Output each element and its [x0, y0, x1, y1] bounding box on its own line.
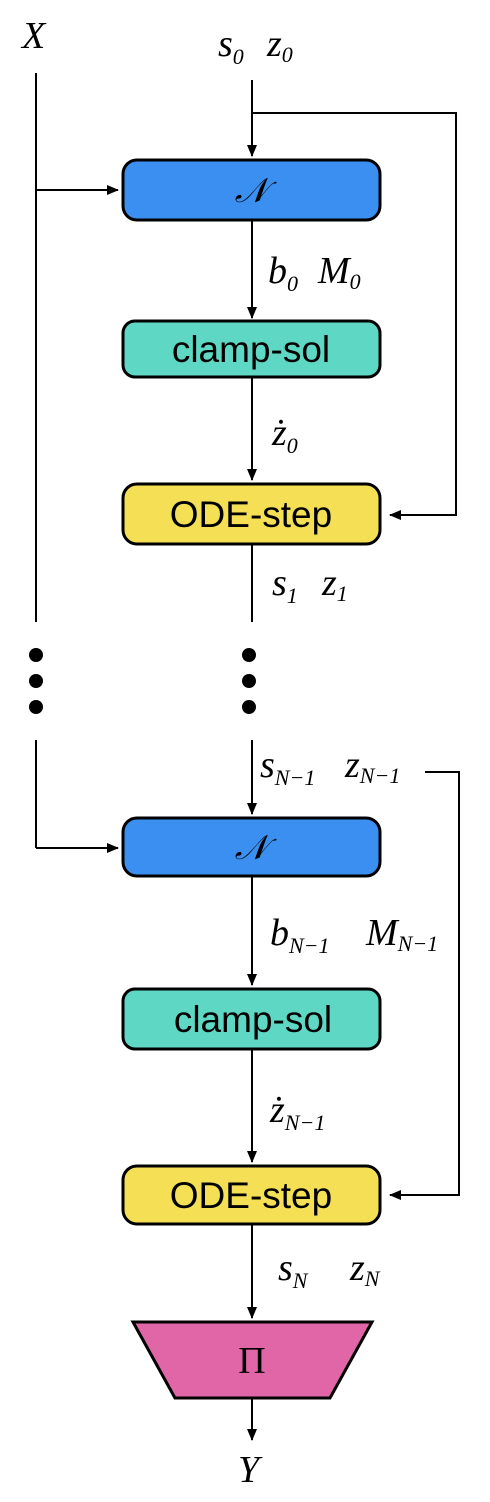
s0-subscript: 0 [233, 44, 244, 69]
svg-text:z1: z1 [321, 562, 348, 606]
ellipsis-center [242, 648, 256, 714]
zn1-bypass-arrow [389, 771, 460, 1200]
ode-step-label-1: ODE-step [170, 494, 332, 535]
network-block-1: 𝒩 [121, 158, 382, 222]
svg-text:zN: zN [349, 1247, 381, 1291]
clamp-sol-block-1: clamp-sol [121, 319, 382, 379]
b0-m0-labels: b0 M0 [268, 250, 361, 296]
ellipsis-left [29, 648, 43, 714]
z0-subscript: 0 [282, 42, 293, 67]
svg-text:b0: b0 [268, 250, 298, 296]
projection-block: Π [130, 1320, 375, 1400]
output-y-label: Y [238, 1449, 263, 1491]
stage-last-input-labels: sN−1 zN−1 [260, 744, 400, 790]
z0-symbol: z [266, 23, 282, 65]
svg-text:MN−1: MN−1 [365, 912, 438, 956]
bn1-mn1-labels: bN−1 MN−1 [270, 912, 438, 958]
z0-bypass-arrow [252, 112, 457, 520]
svg-text:M0: M0 [317, 250, 361, 294]
svg-text:zN−1: zN−1 [344, 744, 400, 788]
ode-step-block-1: ODE-step [121, 482, 382, 546]
ode-step-block-2: ODE-step [121, 1164, 382, 1226]
svg-text:sN−1: sN−1 [260, 744, 315, 790]
clamp-sol-label-2: clamp-sol [174, 999, 332, 1040]
s0-symbol: s [218, 23, 233, 65]
svg-text:s1: s1 [272, 562, 298, 608]
svg-text:bN−1: bN−1 [270, 912, 330, 958]
zdotn1-label: żN−1 [269, 1089, 325, 1135]
network-block-2: 𝒩 [121, 816, 382, 878]
svg-text:z0: z0 [266, 23, 293, 67]
svg-text:sN: sN [278, 1247, 309, 1293]
clamp-sol-block-2: clamp-sol [121, 987, 382, 1051]
clamp-sol-label-1: clamp-sol [172, 329, 330, 370]
projection-symbol: Π [238, 1340, 265, 1382]
input-x-label: X [20, 15, 47, 57]
sn-zn-labels: sN zN [278, 1247, 381, 1293]
svg-text:s0: s0 [218, 23, 244, 69]
zdot0-label: ż0 [271, 412, 298, 458]
s1-z1-labels: s1 z1 [272, 562, 348, 608]
stage-first-input-labels: s0 z0 [218, 23, 293, 69]
ode-step-label-2: ODE-step [170, 1175, 332, 1216]
